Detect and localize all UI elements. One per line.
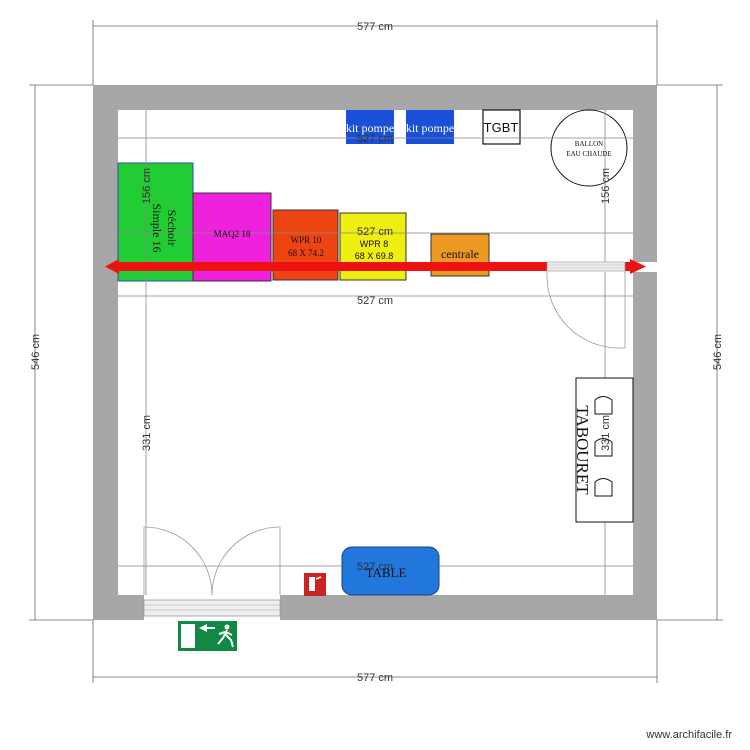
table-label: TABLE bbox=[366, 565, 407, 580]
door-bottom bbox=[143, 526, 281, 617]
wpr8-label-2: 68 X 69.8 bbox=[355, 251, 394, 261]
dim-left-upper-label: 156 cm bbox=[141, 168, 153, 204]
dim-right-lower-label: 331 cm bbox=[600, 415, 612, 451]
pipe-arrow-left bbox=[105, 259, 119, 274]
kit-pompe-1-label: kit pompe bbox=[346, 121, 394, 135]
dim-top-label: 577 cm bbox=[357, 21, 393, 33]
watermark: www.archifacile.fr bbox=[645, 729, 732, 741]
dim-inner-mid-label: 527 cm bbox=[357, 295, 393, 307]
tabouret-seats bbox=[594, 396, 613, 497]
room-floor bbox=[118, 110, 633, 595]
ballon-label-1: BALLON bbox=[575, 140, 603, 148]
pipe-arrow-right bbox=[630, 259, 646, 274]
dimension-right bbox=[657, 84, 723, 621]
extinguisher-hose bbox=[315, 576, 322, 580]
ballon-tank[interactable] bbox=[550, 109, 628, 187]
exit-person-icon bbox=[217, 629, 234, 648]
wpr10-label-2: 68 X 74.2 bbox=[288, 248, 324, 258]
dimension-bottom bbox=[92, 620, 658, 683]
pipe bbox=[116, 262, 631, 271]
dim-left-lower-label: 331 cm bbox=[141, 415, 153, 451]
dim-inner-upper-label: 527 cm bbox=[357, 226, 393, 238]
dim-inner-bottom-label: 527 cm bbox=[357, 561, 393, 573]
dim-right-label: 546 cm bbox=[712, 334, 724, 370]
door-opening-right bbox=[633, 262, 657, 272]
sechoir-label-1: Séchoir bbox=[165, 210, 179, 247]
dim-left-label: 546 cm bbox=[30, 334, 42, 370]
pipe-cover-door bbox=[546, 261, 626, 272]
dimension-top bbox=[92, 20, 658, 85]
maq-label: MAQ2 18 bbox=[214, 229, 251, 239]
dimension-left bbox=[29, 84, 93, 621]
table-block[interactable] bbox=[341, 546, 440, 596]
dim-inner-top-label: 527 cm bbox=[357, 133, 393, 145]
exit-door-shape bbox=[181, 624, 195, 648]
dim-bottom-label: 577 cm bbox=[357, 672, 393, 684]
tgbt-label: TGBT bbox=[484, 120, 519, 135]
centrale-label: centrale bbox=[441, 247, 479, 261]
wpr8-label-1: WPR 8 bbox=[360, 239, 389, 249]
tabouret-label: TABOURET bbox=[573, 405, 592, 495]
pipe-door-lines bbox=[547, 264, 625, 269]
extinguisher-body bbox=[309, 577, 315, 591]
exit-person-head bbox=[224, 624, 230, 630]
exit-arrow-icon bbox=[199, 624, 215, 632]
door-swing-right bbox=[546, 271, 626, 349]
sechoir-label-2: Simple 16 bbox=[150, 203, 164, 252]
kit-pompe-2-label: kit pompe bbox=[406, 121, 454, 135]
wpr10-label-1: WPR 10 bbox=[291, 235, 322, 245]
ballon-label-2: EAU CHAUDE bbox=[566, 150, 611, 158]
dim-right-upper-label: 156 cm bbox=[600, 168, 612, 204]
